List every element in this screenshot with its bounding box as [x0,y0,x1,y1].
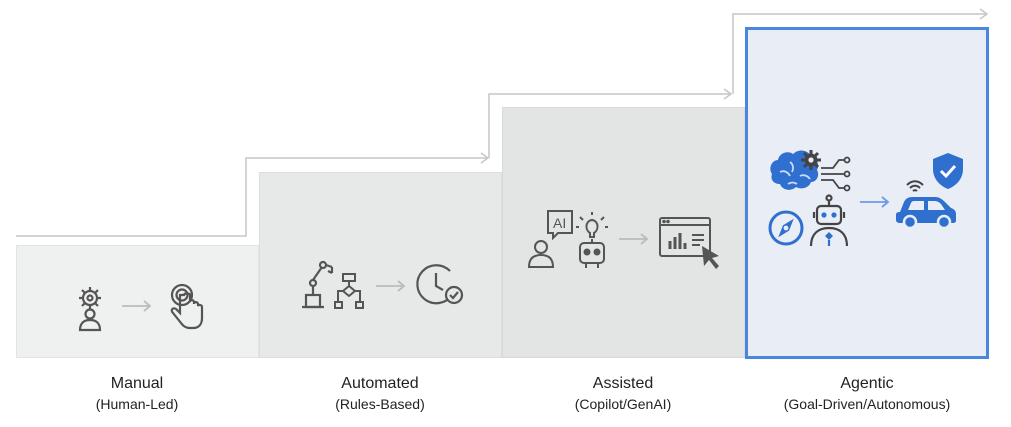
stage-subtitle: (Human-Led) [95,396,179,412]
stage-automated-label: Automated (Rules-Based) [260,374,500,414]
dashboard-cursor-icon [659,217,719,269]
shield-check-icon [933,153,963,189]
stage-name: Assisted [592,375,654,392]
brain-gear-icon [770,150,851,192]
stage-assisted-label: Assisted (Copilot/GenAI) [503,374,743,414]
stage-name: Agentic [840,375,894,392]
robot-icon [809,194,849,247]
stage-manual-label: Manual (Human-Led) [17,374,257,414]
compass-icon [768,210,804,246]
autonomous-car-icon [896,180,956,230]
stage-subtitle: (Goal-Driven/Autonomous) [783,396,951,412]
ai-chat-person-icon: AI [528,210,573,268]
tap-hand-icon [170,283,204,330]
arrow-right-icon [376,280,406,292]
robot-arm-icon [302,260,334,309]
arrow-right-icon [619,233,649,245]
arrow-right-icon [860,196,890,208]
ai-badge-text: AI [553,215,566,231]
stage-automated-panel [259,172,502,358]
stage-name: Manual [110,375,164,392]
stage-subtitle: (Rules-Based) [335,396,425,412]
stage-subtitle: (Copilot/GenAI) [574,396,672,412]
robot-idea-icon [576,212,608,268]
gear-person-icon [78,287,102,332]
stage-assisted-panel [502,107,745,358]
clock-check-icon [416,264,464,305]
stage-agentic-label: Agentic (Goal-Driven/Autonomous) [747,374,987,414]
stage-name: Automated [341,375,419,392]
arrow-right-icon [122,300,152,312]
flowchart-icon [334,273,364,309]
stage-manual-panel [16,245,259,358]
stage-agentic-panel [745,27,989,359]
